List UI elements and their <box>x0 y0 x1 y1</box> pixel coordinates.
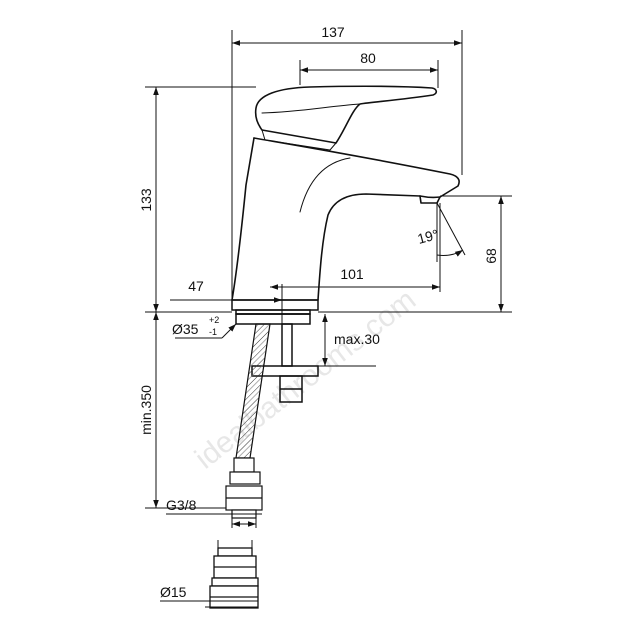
dim-19deg-arc <box>436 249 464 257</box>
threaded-rod <box>281 323 293 367</box>
dim-35-leader <box>221 323 237 339</box>
lever-handle <box>254 85 438 144</box>
connector-fitting <box>209 547 259 609</box>
label-body-offset: 47 <box>188 278 204 294</box>
dimension-lines <box>145 30 512 608</box>
label-lever-length: 80 <box>360 50 376 66</box>
label-overall-width: 137 <box>321 24 345 40</box>
lever-neck <box>261 129 337 151</box>
aerator <box>419 195 441 204</box>
tap-body <box>231 137 421 301</box>
shank <box>235 313 311 325</box>
hose-nut <box>229 471 261 485</box>
label-thread: G3/8 <box>166 497 197 513</box>
spout-top <box>253 137 460 199</box>
lever-inner-line <box>261 103 361 114</box>
label-spout-angle: 19° <box>416 226 441 247</box>
label-overall-height: 133 <box>138 188 154 212</box>
base-flange <box>231 299 319 311</box>
hose-collar <box>233 457 255 473</box>
label-connector-diameter: Ø15 <box>160 584 187 600</box>
label-spout-reach: 101 <box>340 266 364 282</box>
label-hole-tol-minus: -1 <box>209 327 217 337</box>
label-hole-tol-plus: +2 <box>209 315 219 325</box>
label-max-deck: max.30 <box>334 331 380 347</box>
label-spout-height: 68 <box>483 248 499 264</box>
label-hole-diameter: Ø35 <box>172 321 199 337</box>
spout-curve-detail <box>299 157 351 213</box>
label-hose-length: min.350 <box>138 385 154 435</box>
tap-outline <box>231 85 460 301</box>
